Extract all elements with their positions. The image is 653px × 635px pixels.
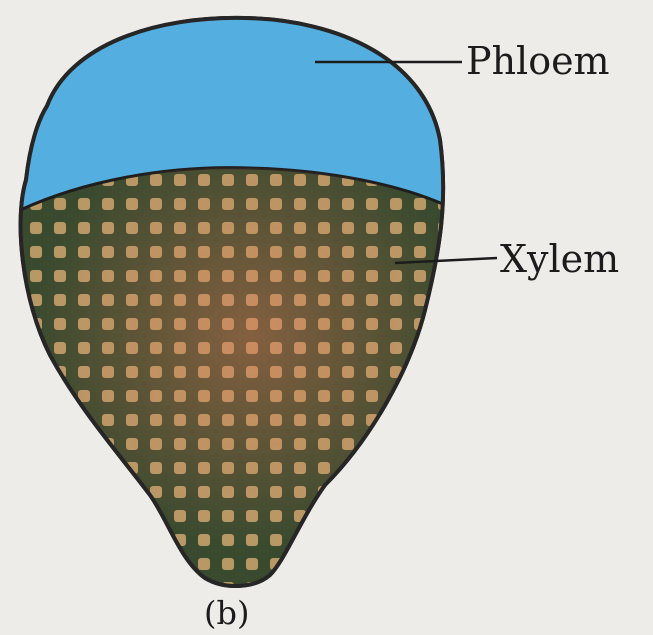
phloem-label: Phloem (466, 39, 610, 83)
figure-caption: (b) (204, 594, 249, 632)
xylem-label: Xylem (500, 237, 619, 281)
